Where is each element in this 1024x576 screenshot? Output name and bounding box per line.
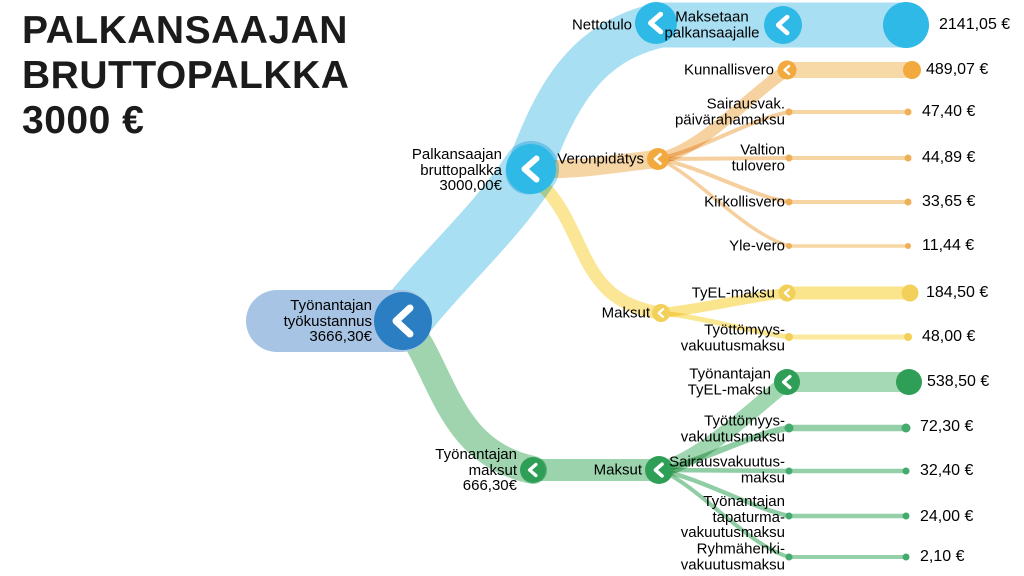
label-tyel: TyEL-maksu (691, 284, 775, 302)
label-employer-tyel: Työnantajan TyEL-maksu (687, 365, 771, 398)
label-valtion-tulovero: Valtion tulovero (731, 141, 785, 174)
chevron-left-icon (653, 153, 662, 165)
total-node-circle[interactable] (374, 292, 432, 350)
chevron-left-icon (783, 64, 791, 76)
flow-withholding-to-kirkollisvero (656, 157, 791, 204)
node-tyel-toggle[interactable] (778, 284, 796, 302)
flow-maksut-to-tapaturma (656, 467, 792, 519)
paid-end-circle (883, 2, 929, 48)
value-kirkollisvero: 33,65 € (922, 193, 976, 210)
node-employer-tyel-toggle[interactable] (774, 369, 800, 395)
label-kirkollisvero: Kirkollisvero (704, 193, 785, 211)
node-kunnallisvero-toggle[interactable] (777, 60, 797, 80)
flow-maksut-to-tyel (656, 288, 792, 318)
value-tapaturma: 24,00 € (920, 508, 974, 525)
flow-maksut-to-ryhmahenki (657, 468, 791, 559)
flow-gross-to-maksut (526, 170, 668, 320)
value-tyottomyys-employee: 48,00 € (922, 328, 976, 345)
chevron-left-icon (781, 374, 792, 390)
kunnallisvero-end-circle (903, 61, 921, 79)
value-kunnallisvero: 489,07 € (926, 61, 989, 78)
node-nettotulo-toggle[interactable] (635, 2, 677, 44)
page-title: PALKANSAAJAN BRUTTOPALKKA 3000 € (22, 9, 350, 142)
flow-maksut-to-employer-tyottomyys (656, 425, 792, 473)
flow-withholding-to-ylevero (656, 157, 791, 248)
value-tyel: 184,50 € (926, 284, 989, 301)
chevron-left-icon (653, 462, 664, 478)
employer-tyel-end-circle (896, 369, 922, 395)
chevron-left-icon (521, 155, 540, 183)
chevron-left-icon (527, 462, 538, 478)
tyel-node-circle[interactable] (778, 284, 796, 302)
employer-tyel-node-circle[interactable] (774, 369, 800, 395)
chevron-left-icon (657, 308, 665, 318)
node-total-toggle[interactable] (374, 292, 432, 350)
chevron-left-icon (392, 304, 414, 338)
veronpidatys-node-circle[interactable] (647, 148, 669, 170)
label-maksut-employee: Maksut (601, 304, 650, 322)
node-gross-toggle[interactable] (506, 144, 556, 194)
label-sairausvakuutus: Sairausvakuutus- maksu (669, 453, 785, 486)
maksut-employee-node-circle[interactable] (652, 304, 670, 322)
label-gross: Palkansaajan bruttopalkka 3000,00€ (411, 145, 502, 194)
value-ylevero: 11,44 € (922, 237, 975, 254)
value-tyottomyys-employer: 72,30 € (920, 418, 974, 435)
flow-maksut-to-tyottomyys (658, 310, 792, 340)
flow-withholding-to-sairausvak (656, 110, 791, 161)
leaf-dots (784, 108, 912, 561)
tyel-end-circle (901, 284, 919, 302)
flow-withholding-to-valtion (656, 156, 791, 161)
label-ylevero: Yle-vero (729, 237, 785, 255)
label-tapaturma: Työnantajan tapaturma- vakuutusmaksu (680, 492, 785, 541)
node-maksut-employee-toggle[interactable] (652, 304, 670, 322)
chevron-left-icon (775, 14, 790, 36)
label-maksut-employer: Maksut (593, 461, 642, 479)
value-ryhmahenki: 2,10 € (920, 548, 965, 565)
chevron-left-icon (783, 288, 790, 298)
label-ryhmahenki: Ryhmähenki- vakuutusmaksu (680, 540, 785, 573)
paid-node-circle[interactable] (764, 6, 802, 44)
value-sairausvak: 47,40 € (922, 103, 976, 120)
node-employer-payments-toggle[interactable] (520, 457, 546, 483)
node-maksut-employer-toggle[interactable] (645, 456, 673, 484)
label-tyottomyys-employee: Työttömyys- vakuutusmaksu (680, 321, 785, 354)
value-net: 2141,05 € (939, 16, 1011, 33)
gross-node-circle[interactable] (506, 144, 556, 194)
employer-payments-node-circle[interactable] (520, 457, 546, 483)
value-valtion-tulovero: 44,89 € (922, 149, 976, 166)
label-nettotulo: Nettotulo (571, 16, 632, 34)
kunnallisvero-node-circle[interactable] (777, 60, 797, 80)
label-employer-payments: Työnantajan maksut 666,30€ (435, 445, 517, 494)
node-veronpidatys-toggle[interactable] (647, 148, 669, 170)
node-paid-toggle[interactable] (764, 6, 802, 44)
maksut-employer-node-circle[interactable] (645, 456, 673, 484)
value-sairausvakuutus: 32,40 € (920, 462, 974, 479)
label-tyottomyys-employer: Työttömyys- vakuutusmaksu (680, 412, 785, 445)
value-employer-tyel: 538,50 € (927, 373, 990, 390)
flow-maksut-to-sairausvakuutus (656, 467, 792, 474)
label-veronpidatys: Veronpidätys (557, 150, 644, 168)
nettotulo-node-circle[interactable] (635, 2, 677, 44)
label-sairausvak: Sairausvak. päivärahamaksu (674, 95, 785, 128)
label-total: Työnantajan työkustannus 3666,30€ (283, 296, 372, 345)
label-kunnallisvero: Kunnallisvero (683, 61, 774, 79)
chevron-left-icon (648, 11, 664, 35)
label-maksetaan-palkansaajalle: Maksetaan palkansaajalle (664, 8, 760, 41)
